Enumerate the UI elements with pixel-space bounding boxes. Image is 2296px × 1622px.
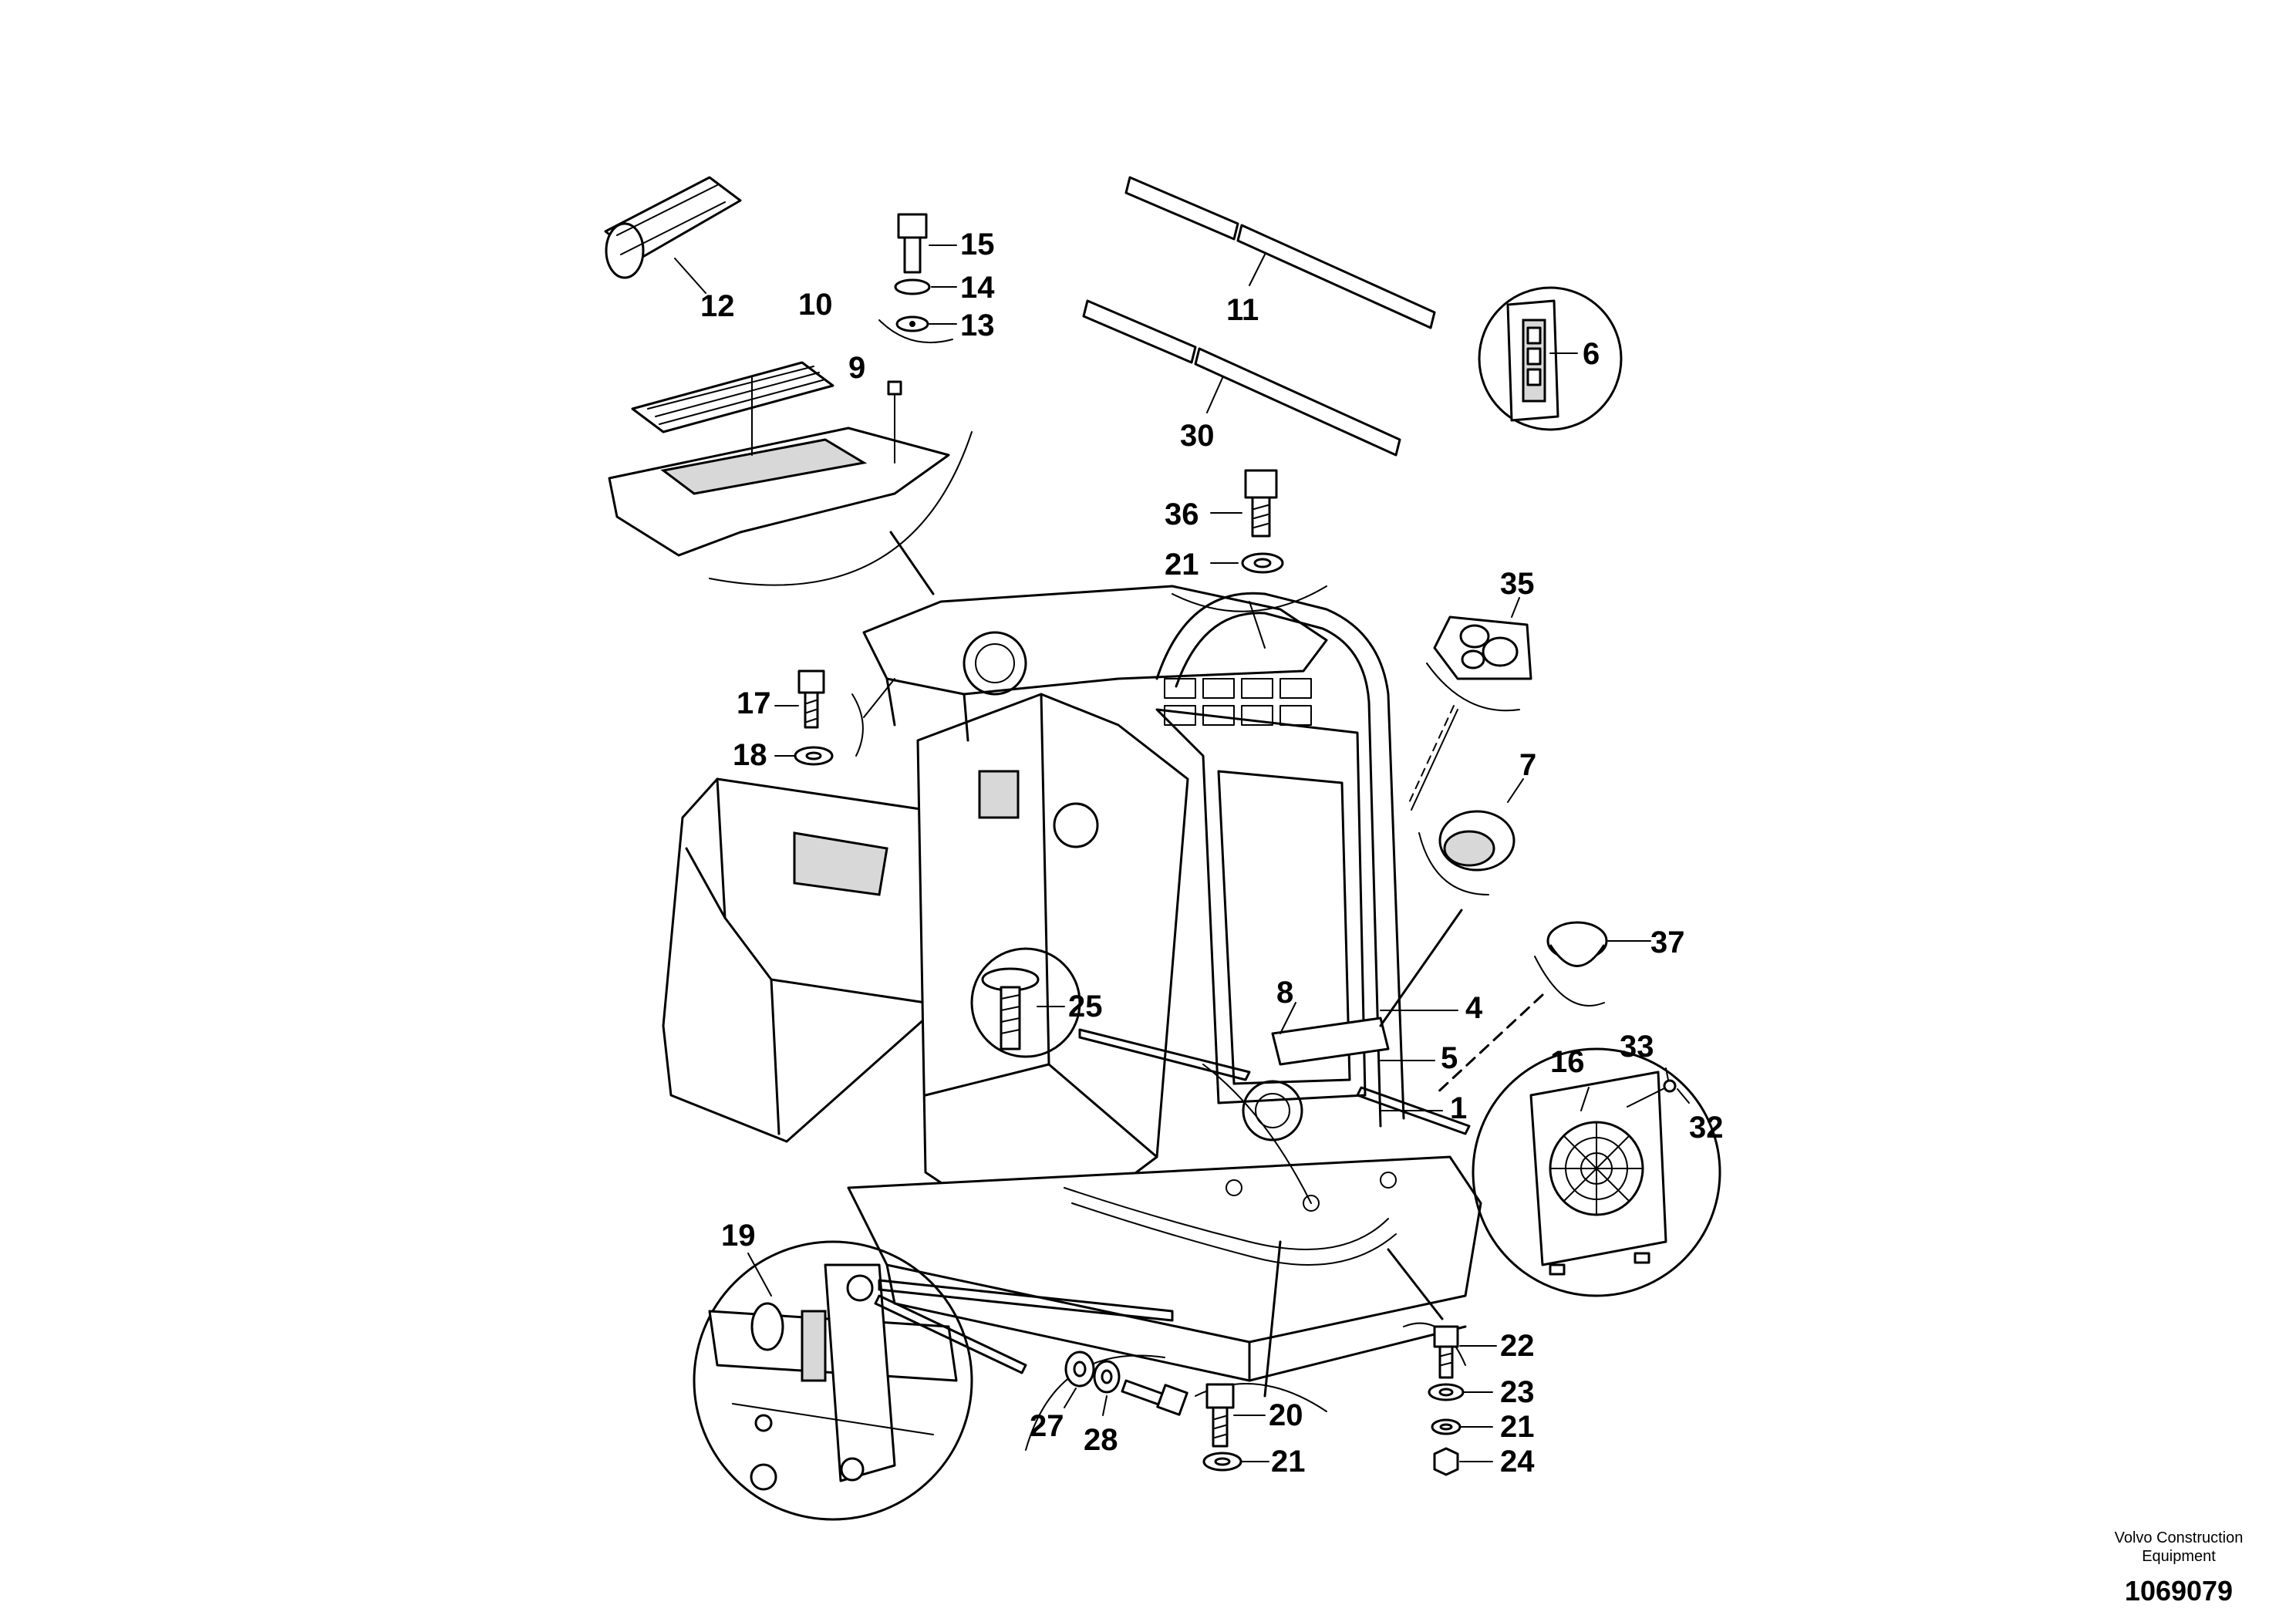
brand-line-1: Volvo Construction [2114,1529,2244,1546]
fastener-stack-22-24 [1387,1248,1497,1476]
callout-23: 23 [1500,1375,1535,1409]
roof-panel-detail [608,361,973,586]
callout-13: 13 [960,309,995,342]
bolt-20-washer-21 [1195,1240,1327,1472]
callout-18: 18 [733,738,767,772]
callout-9: 9 [848,351,865,385]
leader-lines [889,531,1458,1111]
washers-27-bolt-28 [1025,1351,1188,1451]
callout-21-bottom: 21 [1271,1445,1306,1479]
bolt-17-washer-18 [774,669,895,766]
callout-33: 33 [1620,1030,1654,1064]
bolt-36-washer-21 [1172,469,1327,649]
hose-detail-19 [693,1240,1174,1521]
fan-grill-16 [1356,1047,1721,1297]
brand-label: Volvo Construction Equipment [2075,1529,2283,1566]
callout-30: 30 [1180,419,1215,453]
callout-19: 19 [721,1219,756,1253]
callout-5: 5 [1441,1041,1458,1075]
callout-6: 6 [1583,337,1600,371]
cab-frame-assembly [662,585,1482,1382]
switch-detail-6 [1478,286,1623,431]
cover-plate-35 [1407,597,1532,811]
roof-vent-grid [1164,678,1312,726]
seal-profile-12 [604,176,742,294]
callout-4: 4 [1465,991,1483,1025]
callout-20: 20 [1269,1398,1303,1432]
callout-28: 28 [1084,1423,1118,1457]
callout-17: 17 [737,686,771,720]
callout-25: 25 [1068,990,1103,1023]
brand-line-2: Equipment [2142,1548,2216,1565]
callout-36: 36 [1165,497,1199,531]
callout-15: 15 [960,228,995,261]
callout-21-stack: 21 [1500,1410,1535,1444]
callout-1: 1 [1450,1091,1467,1125]
callout-37: 37 [1650,926,1685,959]
callout-24: 24 [1500,1445,1535,1479]
callout-14: 14 [960,271,995,305]
callout-32: 32 [1689,1111,1724,1145]
callout-11: 11 [1226,293,1259,327]
callout-12: 12 [700,289,735,323]
callout-35: 35 [1500,567,1535,601]
callout-10: 10 [798,288,833,322]
callout-22: 22 [1500,1329,1535,1363]
fastener-stack-13-15 [878,213,957,344]
callout-7: 7 [1519,748,1536,782]
callout-27: 27 [1030,1409,1064,1443]
document-number: 1069079 [2124,1575,2234,1607]
callout-16: 16 [1550,1045,1585,1079]
plug-7 [1379,778,1524,1027]
callout-21-top: 21 [1165,548,1199,582]
grommet-37 [1433,921,1651,1097]
push-rivet-25 [970,947,1251,1081]
strip-30 [1082,299,1401,457]
callout-8: 8 [1276,976,1293,1010]
strip-11 [1124,176,1436,329]
callout-labels: 1 4 5 6 7 8 9 10 11 12 13 14 15 16 17 18… [700,228,1724,1479]
